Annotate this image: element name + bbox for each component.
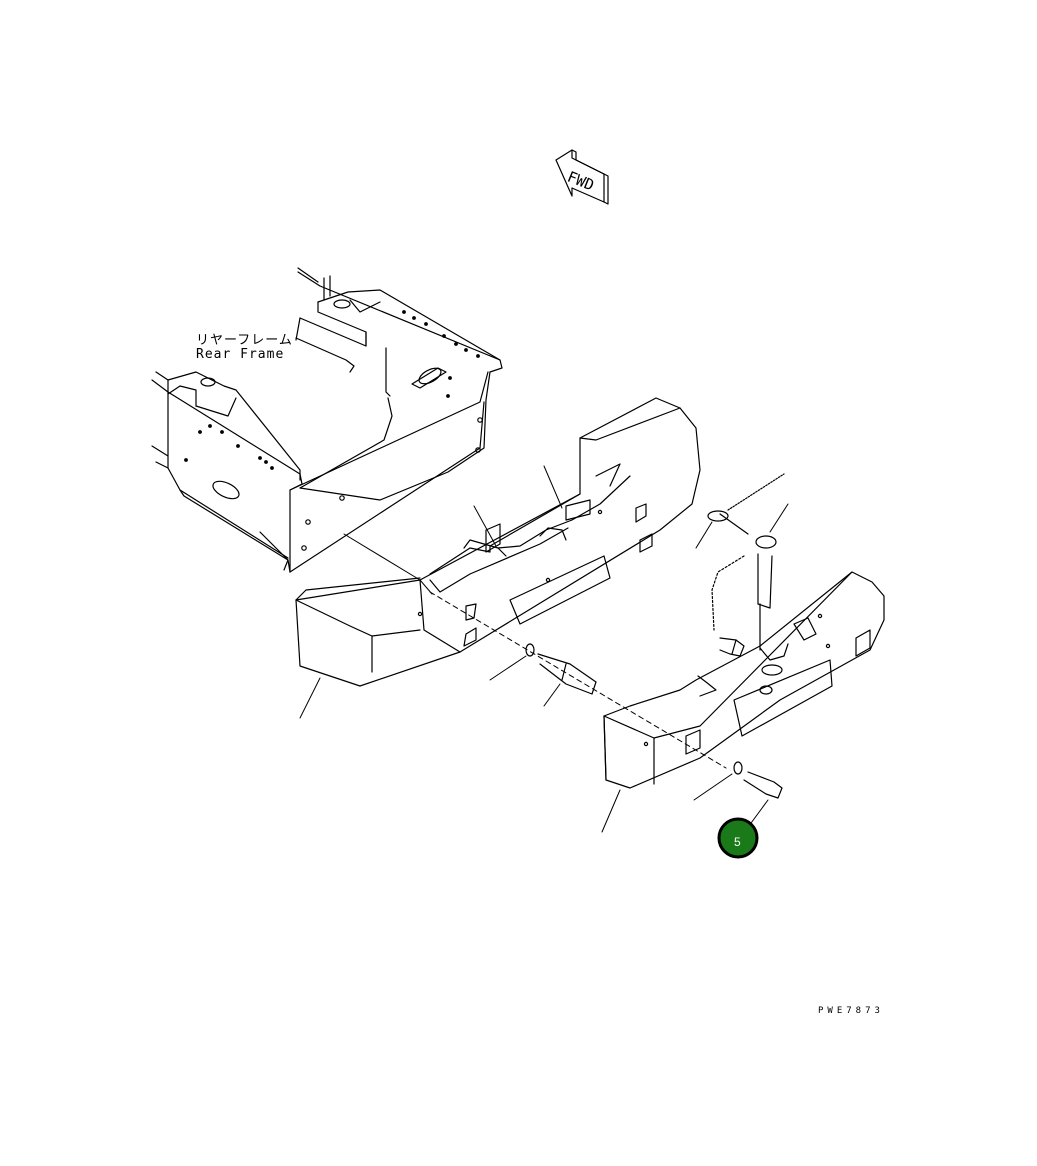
fwd-marker: FWD	[555, 149, 609, 205]
drawing-id: PWE7873	[818, 1006, 884, 1016]
callout-5[interactable]: 5	[717, 817, 759, 859]
lower-counterweight	[603, 571, 885, 789]
rear-frame	[151, 267, 503, 573]
lock-pin-assembly	[707, 473, 785, 657]
rear-frame-label-english: Rear Frame	[196, 347, 285, 362]
callout-number: 5	[734, 835, 741, 849]
upper-counterweight	[295, 397, 701, 687]
leader-lines	[299, 465, 789, 839]
rear-frame-label-japanese: リヤーフレーム	[196, 333, 293, 348]
